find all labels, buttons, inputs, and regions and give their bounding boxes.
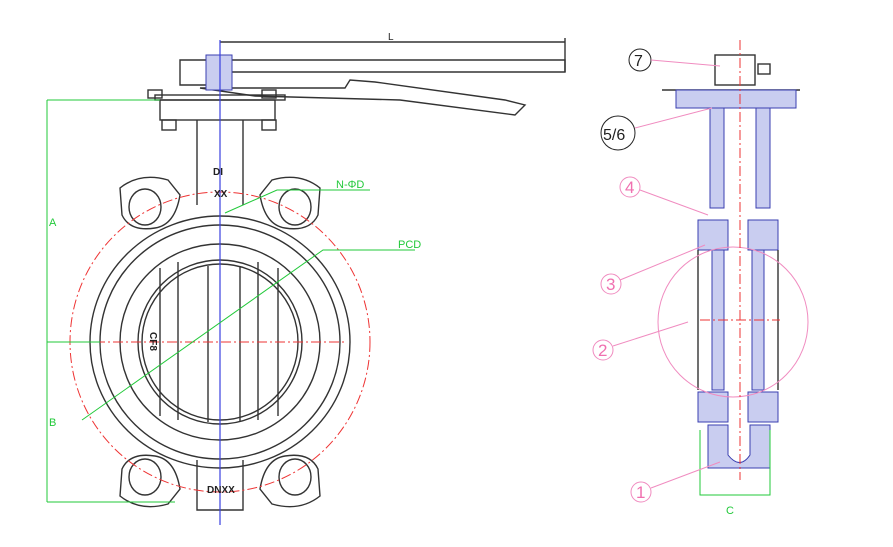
stem-section [205,54,233,91]
dim-c-label: C [726,505,734,517]
operator-head [714,54,756,86]
dimensions: A B N-ΦD PCD L [46,32,421,503]
svg-text:5/6: 5/6 [603,127,625,144]
neck-mark-di: DI [213,167,223,178]
balloon-2: 2 [592,321,689,361]
balloon-7: 7 [628,48,721,72]
svg-text:4: 4 [625,178,634,197]
size-mark: DNXX [207,485,235,496]
svg-text:3: 3 [606,275,615,294]
holes-label: N-ΦD [336,179,364,191]
balloon-4: 4 [619,176,709,216]
dim-b-label: B [49,417,56,429]
front-view: A B N-ΦD PCD L DI XX CF8 DNXX [46,32,566,525]
svg-text:2: 2 [598,341,607,360]
balloon-5-6: 5/6 [600,107,713,151]
svg-text:1: 1 [636,483,645,502]
dim-l-label: L [388,32,394,43]
lever-handle [179,38,566,116]
pcd-label: PCD [398,239,421,251]
svg-text:7: 7 [634,53,643,70]
balloon-1: 1 [630,461,721,503]
balloon-3: 3 [600,244,706,295]
dim-a-label: A [49,217,57,229]
neck-mark-xx: XX [214,189,228,200]
disc-material-mark: CF8 [147,332,158,351]
top-flange [159,99,276,121]
lugs [119,176,321,508]
side-view: C 7 5/6 4 3 2 1 [592,40,809,517]
disc-swing-circle [657,246,809,398]
